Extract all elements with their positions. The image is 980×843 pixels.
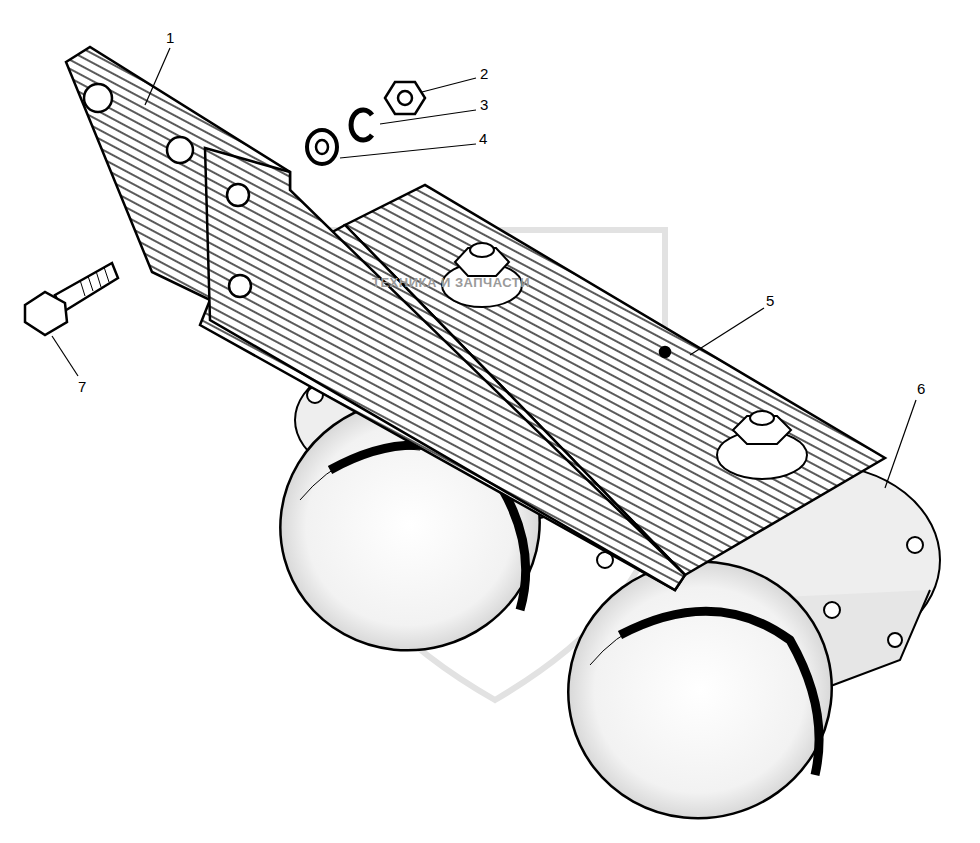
bolt [25,263,118,335]
callout-number: 6 [917,381,925,396]
callout-number: 2 [480,66,488,81]
watermark: ТЕХНИКА И ЗАПЧАСТИ [372,276,530,289]
horn-bell [539,532,860,843]
callout-number: 7 [78,379,86,394]
mounting-plate [66,47,685,590]
fasteners [307,82,425,164]
leader-lines [52,48,916,488]
callout-number: 3 [480,97,488,112]
callout-number: 1 [166,30,174,45]
callout-number: 5 [766,293,774,308]
callout-number: 4 [479,131,487,146]
